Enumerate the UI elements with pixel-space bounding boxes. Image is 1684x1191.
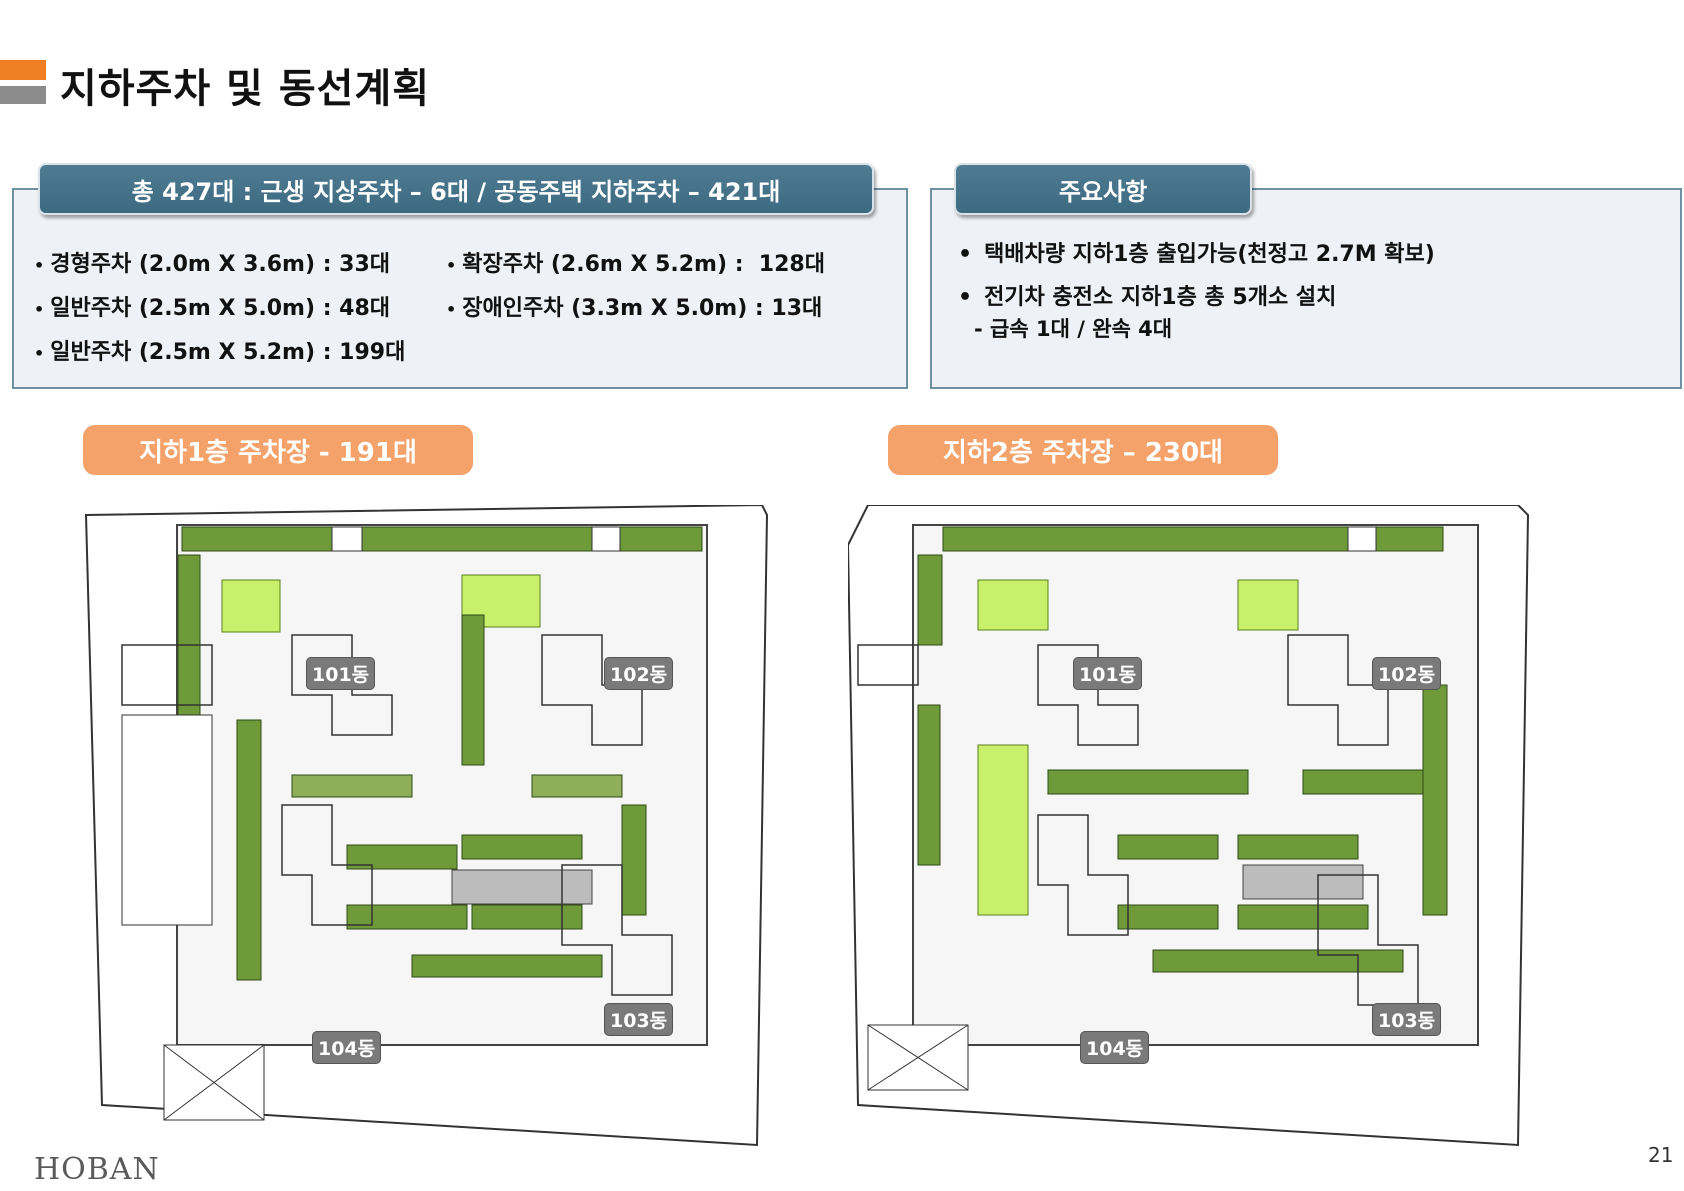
company-logo: HOBAN [34, 1152, 160, 1187]
parking-row [1047, 769, 1249, 795]
floor-b1-label: 지하1층 주차장 - 191대 [83, 425, 473, 475]
parking-summary-panel [12, 188, 908, 389]
parking-summary-header: 총 427대 : 근생 지상주차 – 6대 / 공동주택 지하주차 – 421대 [38, 163, 874, 215]
bullet-icon: • [958, 242, 973, 267]
floor-b1-plan [84, 505, 769, 1147]
parking-row [1302, 769, 1434, 795]
building-tag: 102동 [1372, 657, 1442, 690]
building-tag: 101동 [306, 657, 376, 690]
floor-b2-plan [848, 505, 1530, 1147]
service-rooms [121, 714, 213, 926]
spec-item: •장애인주차 (3.3m X 5.0m) : 13대 [446, 296, 823, 321]
parking-row [461, 834, 583, 860]
building-tag: 103동 [1372, 1003, 1442, 1036]
building-tag: 101동 [1073, 657, 1143, 690]
parking-row [291, 774, 413, 798]
page-title: 지하주차 및 동선계획 [60, 66, 431, 112]
building-cores [121, 634, 673, 996]
page-number: 21 [1648, 1143, 1674, 1167]
key-points-header: 주요사항 [954, 163, 1252, 215]
building-tag: 104동 [1080, 1031, 1150, 1064]
bullet-icon: • [34, 255, 45, 275]
parking-row-top [942, 526, 1444, 552]
compact-parking-cluster [221, 579, 281, 633]
compact-parking-cluster [977, 744, 1029, 916]
spec-item: •일반주차 (2.5m X 5.0m) : 48대 [34, 296, 391, 321]
building-tag: 103동 [604, 1003, 674, 1036]
bullet-icon: • [34, 343, 45, 363]
bullet-icon: • [446, 255, 457, 275]
parking-column [461, 614, 485, 766]
ramp [1242, 864, 1364, 900]
parking-row-top [181, 526, 703, 552]
parking-column [917, 704, 941, 866]
parking-column [177, 554, 201, 716]
parking-row [531, 774, 623, 798]
spec-item: •경형주차 (2.0m X 3.6m) : 33대 [34, 252, 391, 277]
parking-row [1117, 904, 1219, 930]
spec-item: •확장주차 (2.6m X 5.2m) : 128대 [446, 252, 825, 277]
bullet-icon: • [958, 285, 973, 310]
parking-column [917, 554, 943, 646]
parking-column [1422, 684, 1448, 916]
building-tag: 102동 [604, 657, 674, 690]
key-points-panel [930, 188, 1682, 389]
title-accent-orange [0, 60, 46, 80]
parking-row [1117, 834, 1219, 860]
parking-row [411, 954, 603, 978]
key-point-item: •전기차 충전소 지하1층 총 5개소 설치 [958, 285, 1337, 310]
ramp [451, 869, 593, 905]
parking-row [1237, 834, 1359, 860]
floor-b2-label: 지하2층 주차장 – 230대 [888, 425, 1278, 475]
spec-item: •일반주차 (2.5m X 5.2m) : 199대 [34, 340, 406, 365]
parking-column [236, 719, 262, 981]
compact-parking-cluster [977, 579, 1049, 631]
bullet-icon: • [34, 299, 45, 319]
bullet-icon: • [446, 299, 457, 319]
compact-parking-cluster [1237, 579, 1299, 631]
key-point-subitem: - 급속 1대 / 완속 4대 [974, 317, 1173, 341]
parking-row [1237, 904, 1369, 930]
building-tag: 104동 [312, 1031, 382, 1064]
parking-column [621, 804, 647, 916]
key-point-item: •택배차량 지하1층 출입가능(천정고 2.7M 확보) [958, 242, 1435, 267]
title-accent-gray [0, 86, 46, 104]
parking-row [1152, 949, 1404, 973]
parking-row [471, 904, 583, 930]
